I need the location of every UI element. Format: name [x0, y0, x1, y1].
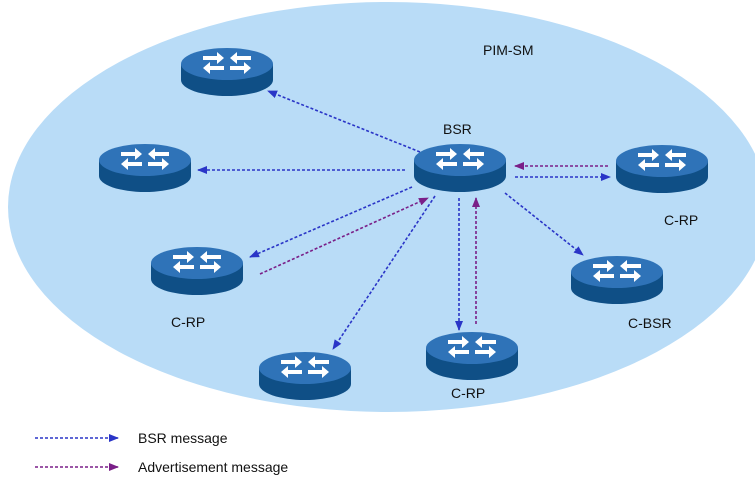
edge-crp-left-to-bsr [259, 197, 429, 275]
edge-bsr-to-crp-left [249, 186, 413, 258]
edge-bsr-to-cbsr [504, 192, 584, 256]
router-icon [616, 145, 708, 193]
pim-sm-domain [8, 2, 755, 412]
router-icon [151, 247, 243, 295]
node-label-crp-bottom: C-RP [451, 385, 485, 401]
edge-bsr-to-r-top [267, 90, 421, 153]
domain-label: PIM-SM [483, 42, 534, 58]
router-icon [181, 48, 273, 96]
node-label-crp-right: C-RP [664, 212, 698, 228]
node-label-bsr: BSR [443, 121, 472, 137]
router-icon [414, 144, 506, 192]
router-icon [426, 332, 518, 380]
router-icon [99, 144, 191, 192]
node-label-crp-left: C-RP [171, 314, 205, 330]
edge-bsr-to-r-bottom [332, 195, 436, 350]
legend-label-bsr: BSR message [138, 430, 228, 446]
legend: BSR message Advertisement message [35, 430, 288, 475]
router-icon [571, 256, 663, 304]
router-icon [259, 352, 351, 400]
legend-label-advertisement: Advertisement message [138, 459, 288, 475]
node-label-cbsr: C-BSR [628, 315, 672, 331]
